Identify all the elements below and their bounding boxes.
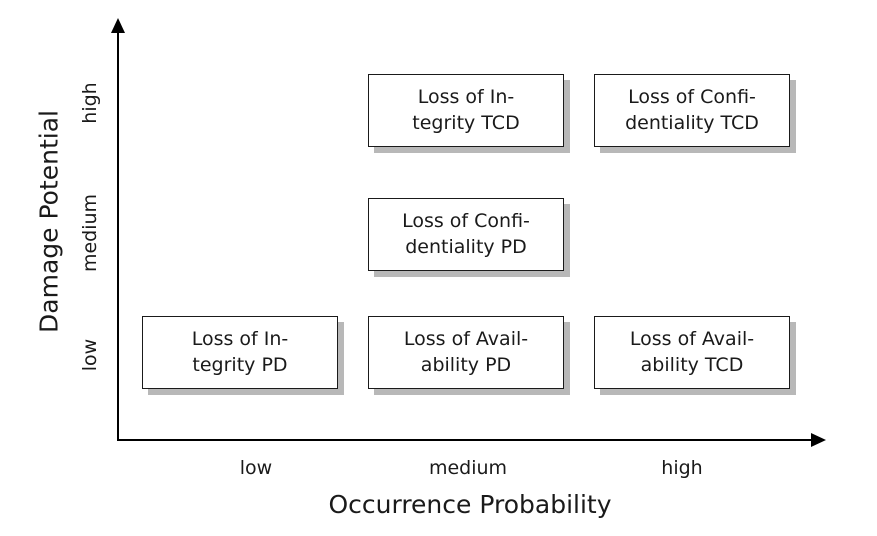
risk-box-label: Loss of In-tegrity PD xyxy=(186,327,295,378)
risk-box-line-1: Loss of In- xyxy=(191,327,289,350)
risk-box-line-2: dentiality TCD xyxy=(625,111,759,134)
y-tick-label-low: low xyxy=(79,338,101,372)
x-tick-label-medium: medium xyxy=(428,457,508,479)
risk-box-loss-of-availability-pd[interactable]: Loss of Avail-ability PD xyxy=(368,316,564,389)
risk-box-line-1: Loss of Confi- xyxy=(402,209,530,232)
x-axis-line xyxy=(117,439,815,441)
risk-box-line-2: tegrity TCD xyxy=(412,111,520,134)
risk-box-line-2: tegrity PD xyxy=(192,353,288,376)
y-axis-line xyxy=(117,30,119,441)
x-tick-label-low: low xyxy=(239,457,273,479)
y-axis-title: Damage Potential xyxy=(34,110,64,333)
risk-box-label: Loss of Avail-ability PD xyxy=(398,327,534,378)
risk-box-line-2: dentiality PD xyxy=(405,235,527,258)
risk-box-line-2: ability TCD xyxy=(640,353,744,376)
y-tick-label-high: high xyxy=(79,82,101,124)
risk-box-loss-of-integrity-pd[interactable]: Loss of In-tegrity PD xyxy=(142,316,338,389)
risk-box-line-1: Loss of Avail- xyxy=(403,327,529,350)
x-axis-title: Occurrence Probability xyxy=(328,490,612,519)
risk-box-loss-of-availability-tcd[interactable]: Loss of Avail-ability TCD xyxy=(594,316,790,389)
risk-box-line-1: Loss of Avail- xyxy=(629,327,755,350)
risk-box-line-1: Loss of In- xyxy=(417,85,515,108)
x-tick-label-high: high xyxy=(661,457,703,479)
risk-box-label: Loss of Confi-dentiality TCD xyxy=(619,85,765,136)
risk-box-loss-of-confidentiality-pd[interactable]: Loss of Confi-dentiality PD xyxy=(368,198,564,271)
y-tick-label-medium: medium xyxy=(79,193,101,273)
y-axis-arrow-icon xyxy=(111,18,125,33)
risk-box-line-1: Loss of Confi- xyxy=(628,85,756,108)
risk-box-label: Loss of Confi-dentiality PD xyxy=(396,209,536,260)
risk-box-label: Loss of Avail-ability TCD xyxy=(624,327,760,378)
x-axis-arrow-icon xyxy=(811,433,826,447)
risk-box-label: Loss of In-tegrity TCD xyxy=(406,85,525,136)
risk-box-loss-of-integrity-tcd[interactable]: Loss of In-tegrity TCD xyxy=(368,74,564,147)
risk-box-loss-of-confidentiality-tcd[interactable]: Loss of Confi-dentiality TCD xyxy=(594,74,790,147)
risk-box-line-2: ability PD xyxy=(420,353,512,376)
